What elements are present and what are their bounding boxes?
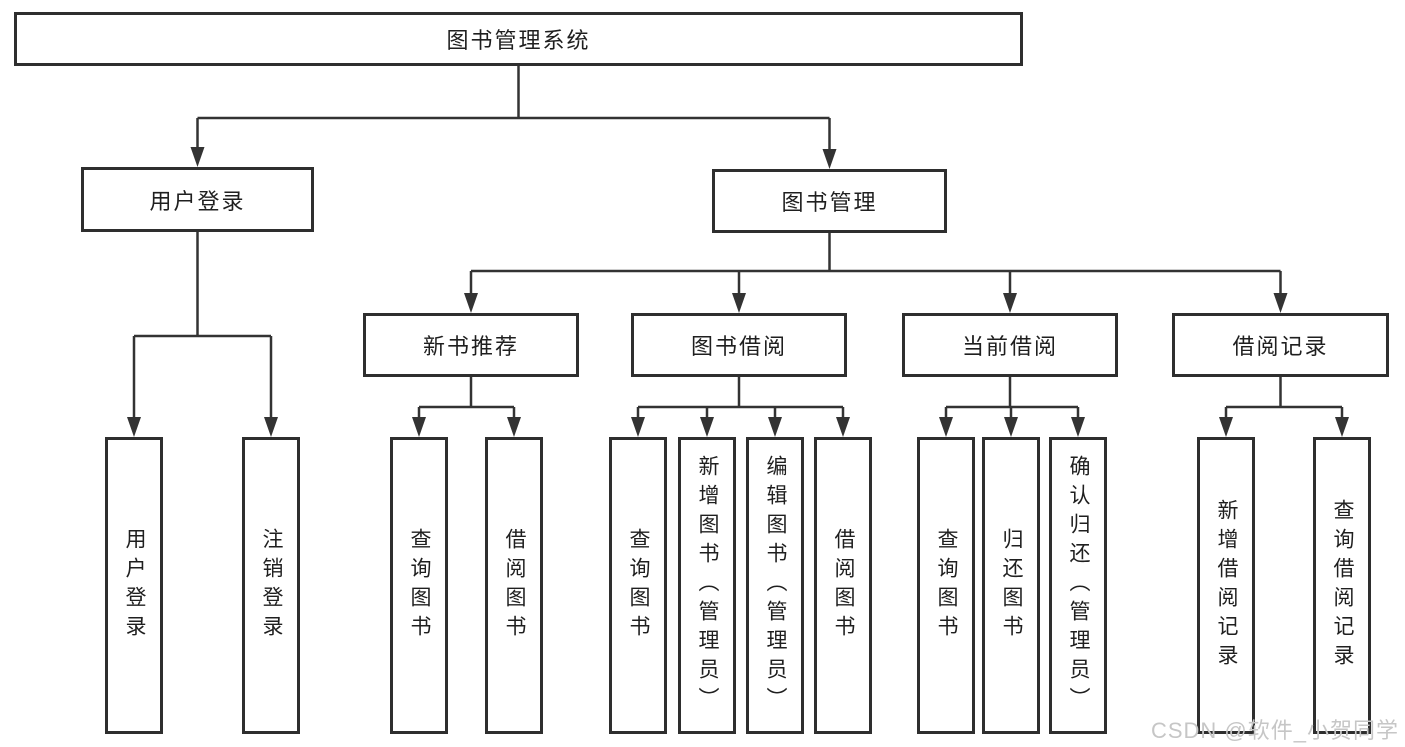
node-user-login: 用户登录 bbox=[105, 437, 163, 734]
node-new-book-recommendation: 新书推荐 bbox=[363, 313, 579, 377]
node-borrowing-records: 借阅记录 bbox=[1172, 313, 1389, 377]
node-library-management-system: 图书管理系统 bbox=[14, 12, 1023, 66]
node-query-books-3: 查询图书 bbox=[917, 437, 975, 734]
node-borrow-books-2: 借阅图书 bbox=[814, 437, 872, 734]
node-borrow-books-1: 借阅图书 bbox=[485, 437, 543, 734]
node-query-borrowing-record: 查询借阅记录 bbox=[1313, 437, 1371, 734]
node-user-login-group: 用户登录 bbox=[81, 167, 314, 232]
watermark: CSDN @软件_小贺同学 bbox=[1150, 718, 1399, 743]
node-query-books-2: 查询图书 bbox=[609, 437, 667, 734]
node-query-books-1: 查询图书 bbox=[390, 437, 448, 734]
node-book-borrowing: 图书借阅 bbox=[631, 313, 847, 377]
node-logout: 注销登录 bbox=[242, 437, 300, 734]
node-add-borrowing-record: 新增借阅记录 bbox=[1197, 437, 1255, 734]
node-confirm-return-admin: 确认归还（管理员） bbox=[1049, 437, 1107, 734]
node-current-borrowing: 当前借阅 bbox=[902, 313, 1118, 377]
node-edit-books-admin: 编辑图书（管理员） bbox=[746, 437, 804, 734]
node-book-management: 图书管理 bbox=[712, 169, 947, 233]
node-add-books-admin: 新增图书（管理员） bbox=[678, 437, 736, 734]
node-return-books: 归还图书 bbox=[982, 437, 1040, 734]
